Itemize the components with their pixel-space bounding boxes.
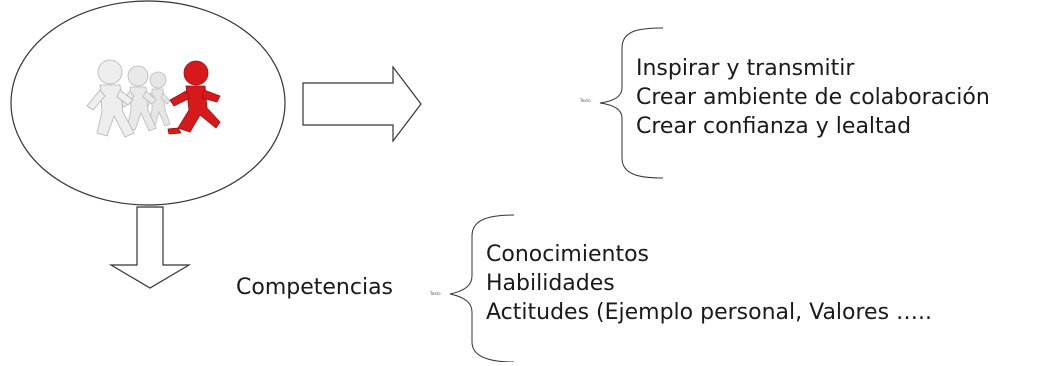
runner-lead: [167, 60, 221, 135]
list-item: Crear ambiente de colaboración: [636, 85, 990, 110]
list-item: Habilidades: [486, 271, 615, 296]
curly-brace-top: [599, 27, 664, 179]
list-item: Inspirar y transmitir: [636, 56, 855, 81]
list-item: Crear confianza y lealtad: [636, 114, 912, 139]
runner-back-2: [119, 65, 157, 132]
bottom-branch-list: Conocimientos Habilidades Actitudes (Eje…: [486, 240, 932, 327]
text-placeholder-bottom: Texto: [430, 291, 441, 296]
text-placeholder-top: Texto: [580, 98, 591, 103]
down-arrow-icon: [108, 206, 192, 289]
runner-back-1: [86, 59, 135, 138]
list-item: Conocimientos: [486, 242, 650, 267]
right-arrow-icon: [302, 65, 422, 143]
top-branch-list: Inspirar y transmitir Crear ambiente de …: [636, 54, 990, 141]
list-item: Actitudes (Ejemplo personal, Valores …..: [486, 300, 933, 325]
runners-illustration: [86, 59, 221, 138]
competencias-label: Competencias: [236, 275, 394, 300]
curly-brace-bottom: [449, 214, 515, 363]
